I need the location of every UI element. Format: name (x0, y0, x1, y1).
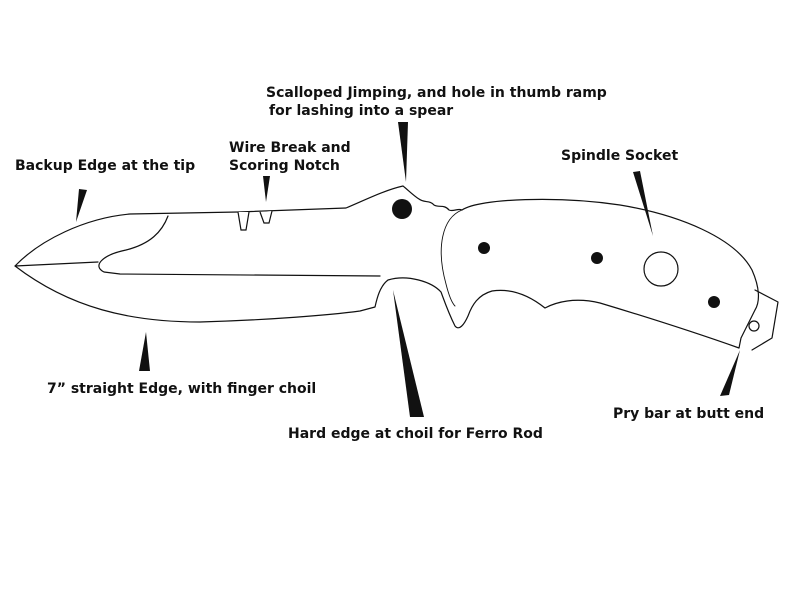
pointer-backup-edge (76, 189, 87, 222)
pointer-scalloped (398, 122, 408, 182)
handle-pin-3 (708, 296, 720, 308)
handle-pin-1 (478, 242, 490, 254)
label-scalloped-line1: Scalloped Jimping, and hole in thumb ram… (266, 85, 607, 101)
label-scalloped-jimping: Scalloped Jimping, and hole in thumb ram… (266, 84, 607, 120)
label-hard-edge: Hard edge at choil for Ferro Rod (288, 426, 543, 442)
wire-break-notch-1 (237, 211, 250, 231)
wire-break-notch-2 (259, 210, 273, 224)
label-wire-break: Wire Break and Scoring Notch (229, 139, 351, 175)
pointer-wire-break (263, 176, 270, 202)
pry-bar (751, 289, 779, 351)
label-scalloped-line2: for lashing into a spear (269, 103, 454, 119)
pointer-spindle (633, 171, 653, 236)
handle-pin-2 (591, 252, 603, 264)
handle-scale (440, 209, 463, 307)
label-wire-break-line2: Scoring Notch (229, 158, 340, 174)
label-straight-edge: 7” straight Edge, with finger choil (47, 381, 317, 397)
pointer-hard-edge (393, 290, 424, 417)
pointer-pry-bar (720, 350, 740, 396)
lanyard-hole (748, 320, 760, 332)
fuller-groove (98, 215, 381, 277)
thumb-ramp-hole (392, 199, 412, 219)
label-pry-bar: Pry bar at butt end (613, 406, 765, 422)
label-backup-edge: Backup Edge at the tip (15, 158, 196, 174)
pointer-straight-edge (139, 332, 150, 371)
knife-outline (14, 185, 759, 349)
tip-centerline (14, 261, 99, 267)
spindle-socket (643, 251, 679, 287)
label-wire-break-line1: Wire Break and (229, 140, 351, 156)
label-spindle-socket: Spindle Socket (561, 148, 679, 164)
